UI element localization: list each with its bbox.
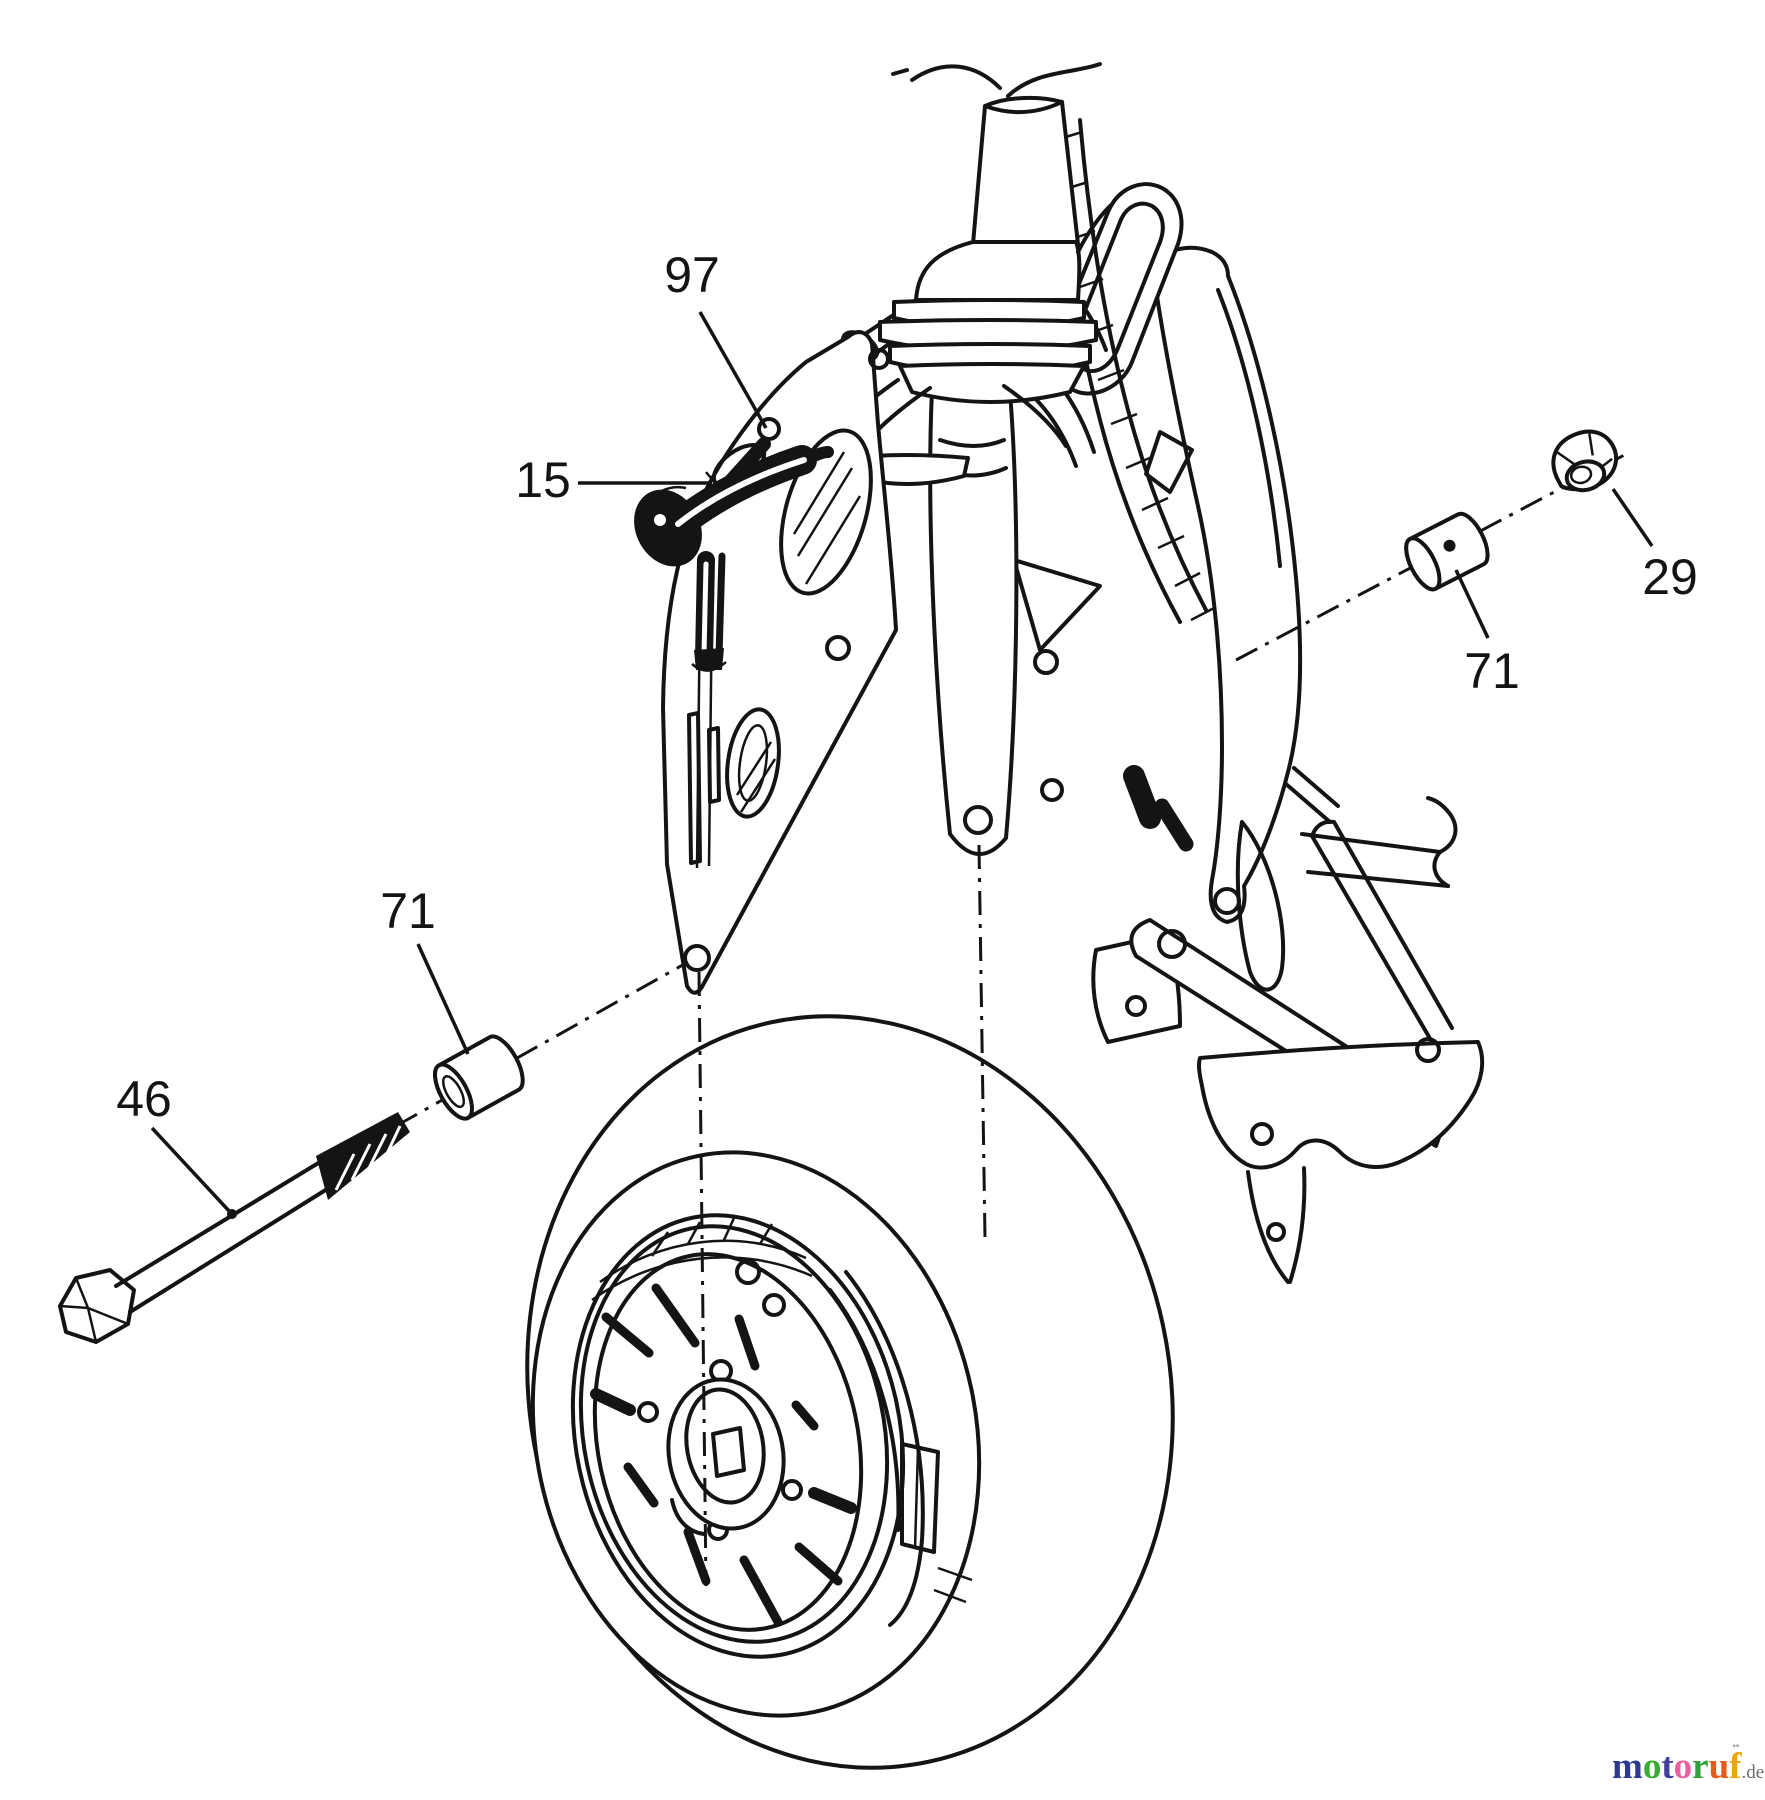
steering-column (824, 62, 1112, 486)
lower-right-bracket-assembly (1091, 766, 1485, 1284)
callout-71-right-label: 71 (1464, 643, 1520, 699)
callout-71-left-label: 71 (380, 883, 436, 939)
callout-leaders (150, 311, 1654, 1219)
logo-letter: u (1708, 1746, 1730, 1787)
lock-nut-part (1551, 429, 1619, 493)
callout-46-label: 46 (116, 1071, 172, 1127)
callout-labels: 97 15 29 71 71 46 (116, 247, 1698, 1127)
logo-letter: o (1642, 1746, 1662, 1787)
callout-15-label: 15 (515, 452, 571, 508)
callout-97-label: 97 (664, 247, 720, 303)
logo-accent-dots: ·· (1731, 1738, 1741, 1755)
center-fork-blade (928, 388, 1019, 856)
axle-bolt-part (58, 1112, 410, 1344)
frame-detail-arcs (996, 340, 1194, 802)
right-frame-arm (1150, 245, 1303, 992)
logo-suffix: .de (1741, 1762, 1765, 1783)
caster-wheel (525, 1014, 1175, 1770)
logo-letter: o (1673, 1746, 1693, 1787)
logo-letter: m (1612, 1746, 1643, 1787)
lock-lever-part (634, 445, 834, 672)
bushing-left-part (433, 1034, 525, 1121)
logo-letter: r (1692, 1746, 1709, 1787)
logo-letter: f (1729, 1746, 1742, 1787)
logo-letter: t (1661, 1746, 1674, 1787)
bushing-right-part (1404, 511, 1490, 592)
callout-29-label: 29 (1642, 549, 1698, 605)
motoruf-logo[interactable]: motoruf.de ·· (1612, 1739, 1765, 1787)
